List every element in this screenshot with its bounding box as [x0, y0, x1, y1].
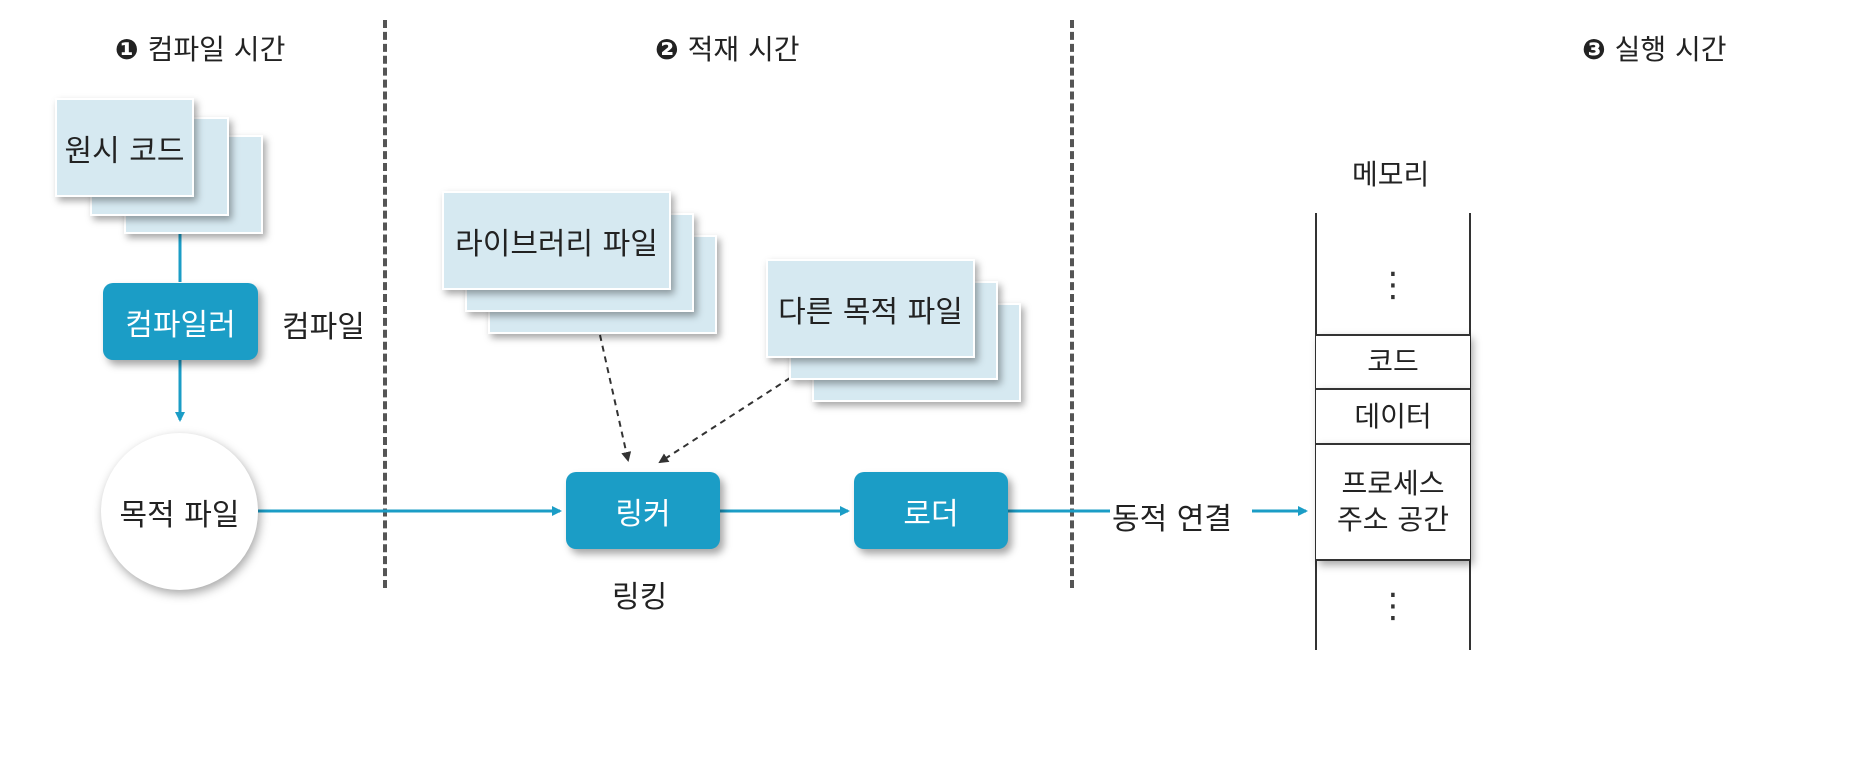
phase-run-title: ❸ 실행 시간 [1582, 28, 1727, 68]
phase-run-label: 실행 시간 [1614, 33, 1727, 66]
loader-box: 로더 [854, 472, 1008, 549]
other-object-doc: 다른 목적 파일 [766, 259, 975, 358]
dynamic-linking-label: 동적 연결 [1112, 502, 1232, 537]
process-label-line1: 프로세스 [1341, 467, 1445, 500]
compiler-label: 컴파일러 [125, 307, 236, 343]
memory-cell-data: 데이터 [1316, 388, 1470, 443]
phase-compile-label: 컴파일 시간 [147, 33, 286, 66]
memory-cell-code: 코드 [1316, 334, 1470, 388]
process-label-line2: 주소 공간 [1337, 503, 1449, 536]
separator-compile-load [383, 20, 387, 588]
library-file-label: 라이브러리 파일 [455, 226, 658, 262]
memory-code-label: 코드 [1367, 345, 1419, 378]
linker-label: 링커 [615, 496, 671, 532]
phase-number-3: ❸ [1582, 33, 1606, 66]
library-file-doc: 라이브러리 파일 [442, 191, 671, 290]
phase-load-title: ❷ 적재 시간 [655, 28, 800, 68]
phase-compile-title: ❶ 컴파일 시간 [115, 28, 285, 68]
separator-load-run [1070, 20, 1074, 588]
object-file-label: 목적 파일 [119, 497, 240, 533]
object-file-circle: 목적 파일 [101, 433, 258, 590]
memory-ellipsis-bottom: ⋮ [1376, 586, 1410, 626]
linker-box: 링커 [566, 472, 720, 549]
memory-title: 메모리 [1352, 158, 1430, 191]
linking-label: 링킹 [612, 580, 668, 615]
source-code-label: 원시 코드 [64, 133, 185, 169]
other-object-label: 다른 목적 파일 [778, 294, 963, 330]
phase-load-label: 적재 시간 [687, 33, 800, 66]
compile-label: 컴파일 [282, 310, 365, 345]
memory-cell-process-address-space: 프로세스 주소 공간 [1316, 443, 1470, 561]
compiler-box: 컴파일러 [103, 283, 258, 360]
memory-data-label: 데이터 [1354, 399, 1432, 433]
arrow-other-object-to-linker [658, 377, 791, 464]
memory-ellipsis-top: ⋮ [1376, 265, 1410, 305]
source-code-doc: 원시 코드 [55, 98, 194, 197]
loader-label: 로더 [903, 496, 959, 532]
arrow-library-to-linker [599, 334, 632, 462]
phase-number-1: ❶ [115, 33, 139, 66]
phase-number-2: ❷ [655, 33, 679, 66]
